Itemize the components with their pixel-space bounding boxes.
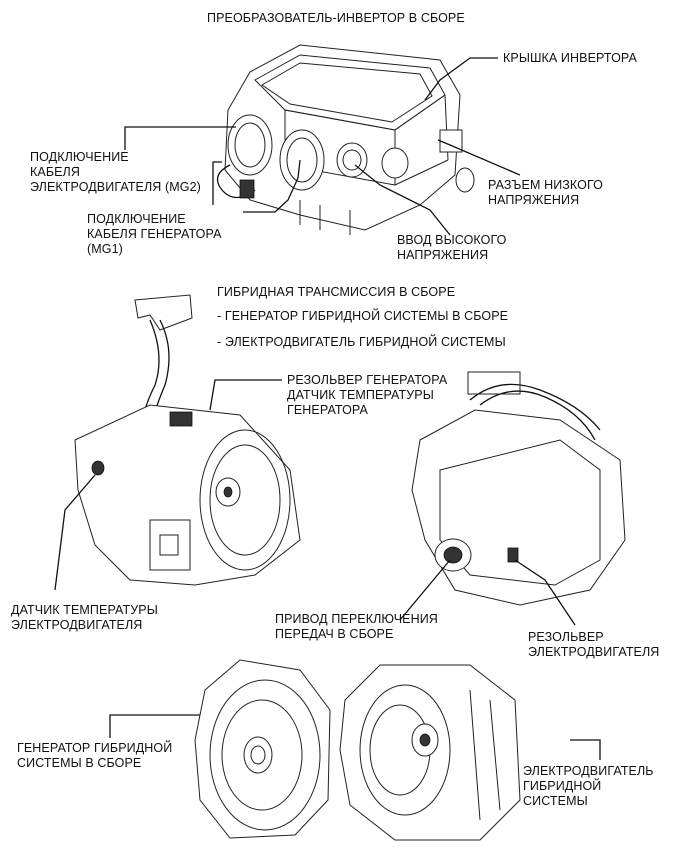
low-voltage-connector-label: РАЗЪЕМ НИЗКОГО НАПРЯЖЕНИЯ bbox=[488, 178, 603, 207]
motor-assembly-drawing bbox=[339, 664, 521, 841]
leader-lines bbox=[54, 57, 601, 760]
generator-assembly-drawing bbox=[194, 659, 331, 839]
transmission-section-title: ГИБРИДНАЯ ТРАНСМИССИЯ В СБОРЕ bbox=[217, 285, 456, 299]
motor-temp-sensor-label: ДАТЧИК ТЕМПЕРАТУРЫ ЭЛЕКТРОДВИГАТЕЛЯ bbox=[11, 603, 158, 632]
transmission-item-motor: - ЭЛЕКТРОДВИГАТЕЛЬ ГИБРИДНОЙ СИСТЕМЫ bbox=[217, 335, 506, 349]
mg2-cable-label: ПОДКЛЮЧЕНИЕ КАБЕЛЯ ЭЛЕКТРОДВИГАТЕЛЯ (MG2… bbox=[30, 150, 201, 194]
inverter-assembly-drawing bbox=[216, 44, 475, 235]
motor-assembly-label: ЭЛЕКТРОДВИГАТЕЛЬ ГИБРИДНОЙ СИСТЕМЫ bbox=[523, 764, 654, 808]
high-voltage-input-label: ВВОД ВЫСОКОГО НАПРЯЖЕНИЯ bbox=[397, 233, 507, 262]
transmission-left-drawing bbox=[74, 294, 301, 586]
generator-assembly-label: ГЕНЕРАТОР ГИБРИДНОЙ СИСТЕМЫ В СБОРЕ bbox=[17, 741, 173, 770]
generator-resolver-label: РЕЗОЛЬВЕР ГЕНЕРАТОРА ДАТЧИК ТЕМПЕРАТУРЫ … bbox=[287, 373, 448, 417]
transmission-item-generator: - ГЕНЕРАТОР ГИБРИДНОЙ СИСТЕМЫ В СБОРЕ bbox=[217, 309, 509, 323]
inverter-section-title: ПРЕОБРАЗОВАТЕЛЬ-ИНВЕРТОР В СБОРЕ bbox=[207, 11, 465, 25]
mg1-cable-label: ПОДКЛЮЧЕНИЕ КАБЕЛЯ ГЕНЕРАТОРА (MG1) bbox=[87, 212, 222, 256]
transmission-right-drawing bbox=[411, 371, 626, 606]
motor-resolver-label: РЕЗОЛЬВЕР ЭЛЕКТРОДВИГАТЕЛЯ bbox=[528, 630, 660, 659]
inverter-cover-label: КРЫШКА ИНВЕРТОРА bbox=[503, 51, 637, 65]
shift-drive-label: ПРИВОД ПЕРЕКЛЮЧЕНИЯ ПЕРЕДАЧ В СБОРЕ bbox=[275, 612, 438, 641]
